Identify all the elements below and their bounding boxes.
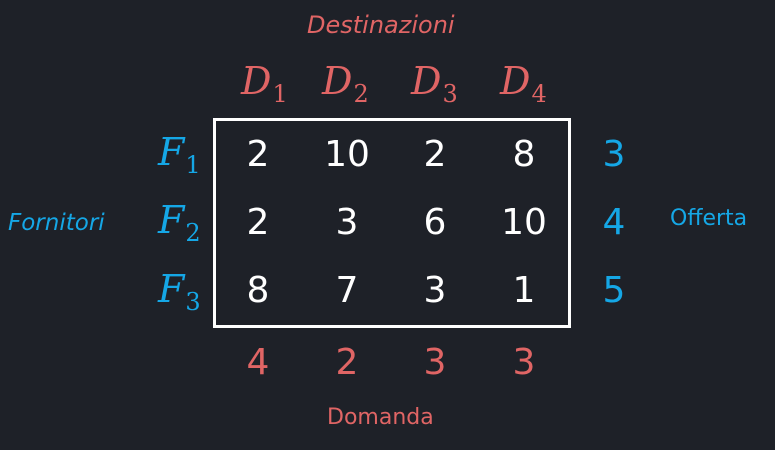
demand-value-3: 3 [423,342,447,383]
cost-cell-3-2: 7 [335,270,359,311]
offer-value-2: 4 [602,202,626,243]
cost-cell-2-3: 6 [423,202,447,243]
destinations-title: Destinazioni [307,11,455,39]
supplier-header-3: F3 [158,267,201,317]
destination-header-4: D4 [500,59,547,109]
demand-value-2: 2 [335,342,359,383]
cost-matrix-border [213,118,571,328]
cost-cell-1-1: 2 [246,134,270,175]
cost-cell-1-3: 2 [423,134,447,175]
cost-cell-2-1: 2 [246,202,270,243]
supplier-header-2: F2 [158,198,201,248]
destination-header-1: D1 [241,59,288,109]
offer-value-1: 3 [602,134,626,175]
cost-cell-1-2: 10 [324,134,370,175]
cost-cell-1-4: 8 [512,134,536,175]
cost-cell-3-1: 8 [246,270,270,311]
offer-title: Offerta [670,206,748,231]
destination-header-3: D3 [411,59,458,109]
cost-cell-3-4: 1 [512,270,536,311]
offer-value-3: 5 [602,270,626,311]
demand-value-4: 3 [512,342,536,383]
demand-title: Domanda [327,405,434,430]
demand-value-1: 4 [246,342,270,383]
destination-header-2: D2 [322,59,369,109]
cost-cell-3-3: 3 [423,270,447,311]
supplier-header-1: F1 [158,130,201,180]
cost-cell-2-4: 10 [501,202,547,243]
suppliers-title: Fornitori [8,210,105,236]
cost-cell-2-2: 3 [335,202,359,243]
